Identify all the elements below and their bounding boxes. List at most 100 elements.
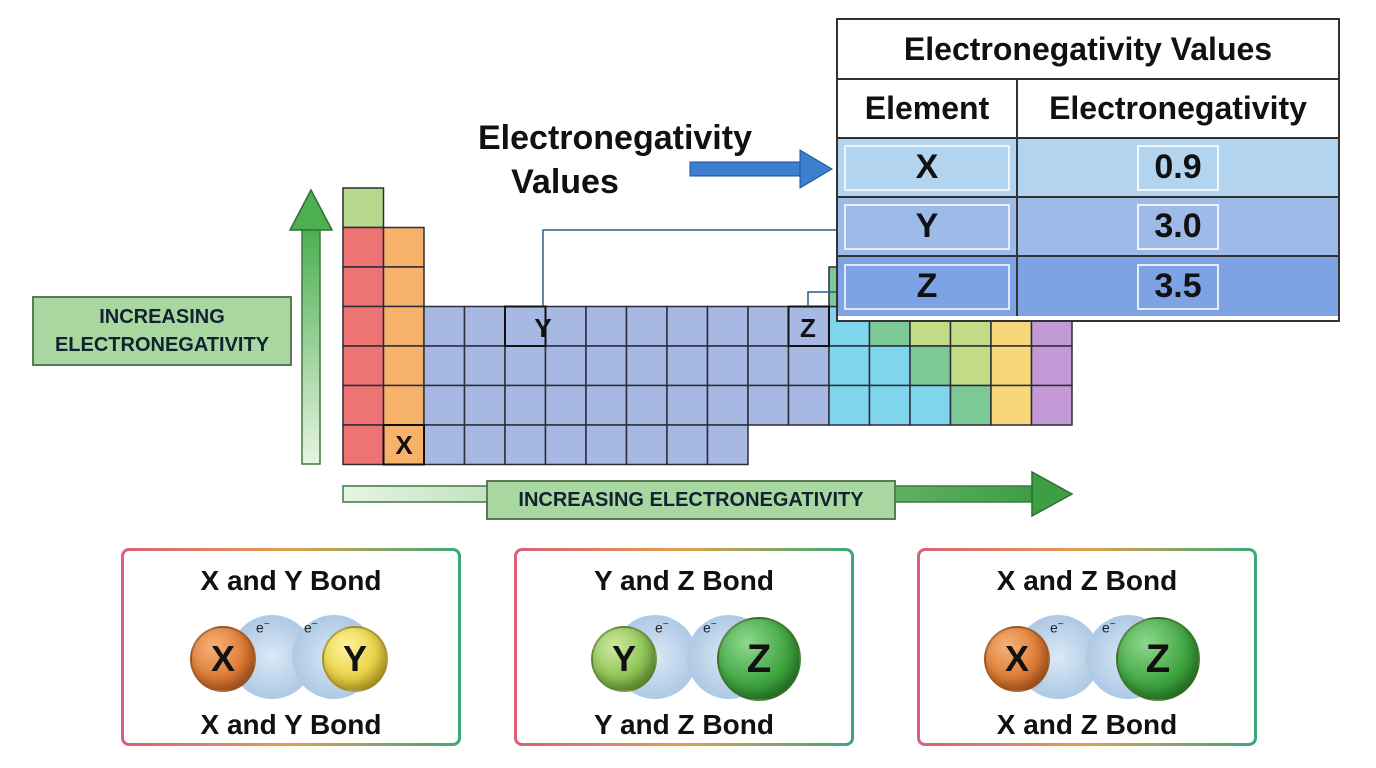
periodic-cell: [787, 345, 830, 387]
atom-y: Y: [322, 626, 388, 692]
table-row: X 0.9: [838, 139, 1338, 198]
periodic-cell: [666, 424, 709, 466]
table-cell-element: Z: [838, 257, 1018, 316]
bond-card-title: Y and Z Bond: [594, 565, 774, 596]
marker-box: [382, 424, 425, 466]
connector-lines: [542, 229, 836, 306]
table-header-row: Element Electronegativity: [838, 80, 1338, 139]
callout-line2: Values: [511, 163, 619, 201]
periodic-cell: [787, 384, 830, 426]
periodic-cell: [423, 305, 466, 347]
table-cell-element-text: Y: [844, 203, 1010, 250]
left-label-line1: INCREASING: [99, 306, 225, 328]
periodic-cell: [747, 305, 790, 347]
vertical-increase-arrow: [288, 188, 334, 465]
electron-label: e−: [1050, 619, 1064, 636]
table-cell-element-text: Z: [844, 263, 1010, 310]
table-cell-value: 3.0: [1018, 198, 1338, 255]
table-cell-value: 3.5: [1018, 257, 1338, 316]
table-cell-value: 0.9: [1018, 139, 1338, 196]
bond-atoms: X Y e− e−: [124, 615, 458, 699]
periodic-cell: [949, 384, 992, 426]
bond-card-caption: Y and Z Bond: [594, 709, 774, 740]
periodic-cell: [706, 345, 749, 387]
periodic-cell: [585, 345, 628, 387]
periodic-cell: [382, 226, 425, 268]
periodic-cell: [463, 424, 506, 466]
atom-y: Y: [591, 626, 657, 692]
periodic-cell: [1030, 384, 1073, 426]
periodic-cell: [625, 345, 668, 387]
periodic-cell: [990, 345, 1033, 387]
periodic-cell: [868, 345, 911, 387]
bond-card-title: X and Z Bond: [996, 565, 1178, 596]
marker-box: [787, 305, 830, 347]
periodic-cell: [423, 345, 466, 387]
periodic-cell: [463, 305, 506, 347]
periodic-table-grid: [342, 187, 1073, 466]
table-row: Z 3.5: [838, 257, 1338, 316]
bond-card-caption: X and Y Bond: [200, 709, 382, 740]
periodic-cell: [544, 345, 587, 387]
periodic-cell: [382, 305, 425, 347]
periodic-cell: [504, 424, 547, 466]
periodic-cell: [909, 384, 952, 426]
periodic-cell: [585, 305, 628, 347]
atom-x: X: [190, 626, 256, 692]
table-cell-value-text: 3.0: [1137, 203, 1219, 250]
element-marker-x: X: [395, 430, 413, 460]
periodic-cell: [463, 384, 506, 426]
callout-arrow: [689, 149, 833, 189]
periodic-cell: [544, 384, 587, 426]
bond-atoms: X Z e− e−: [920, 615, 1254, 701]
electron-label: e−: [304, 619, 318, 636]
periodic-cell: [342, 226, 385, 268]
periodic-cell: [949, 345, 992, 387]
electronegativity-values-callout: Electronegativity Values: [450, 116, 780, 204]
atom-x: X: [984, 626, 1050, 692]
electronegativity-table: Electronegativity Values Element Electro…: [836, 18, 1340, 322]
periodic-cell: [909, 345, 952, 387]
periodic-cell: [504, 384, 547, 426]
periodic-cell: [828, 345, 871, 387]
table-row: Y 3.0: [838, 198, 1338, 257]
periodic-cell: [625, 424, 668, 466]
periodic-cell: [706, 384, 749, 426]
table-cell-element: Y: [838, 198, 1018, 255]
periodic-cell: [382, 345, 425, 387]
electron-label: e−: [703, 619, 717, 636]
periodic-cell: [706, 424, 749, 466]
element-marker-z: Z: [800, 313, 816, 343]
periodic-cell: [868, 384, 911, 426]
periodic-cell: [463, 345, 506, 387]
table-title: Electronegativity Values: [838, 20, 1338, 80]
electron-label: e−: [1102, 619, 1116, 636]
bond-card-title: X and Y Bond: [200, 565, 382, 596]
periodic-cell: [504, 345, 547, 387]
periodic-cell: [342, 384, 385, 426]
table-cell-value-text: 3.5: [1137, 263, 1219, 310]
periodic-cell: [747, 384, 790, 426]
periodic-cell: [342, 266, 385, 308]
periodic-cell: [423, 424, 466, 466]
bond-card-xz: X and Z Bond X Z e− e− X and Z Bond: [917, 548, 1257, 746]
header-element: Element: [838, 80, 1018, 137]
marker-box: [504, 305, 547, 347]
periodic-cell: [382, 384, 425, 426]
electron-label: e−: [655, 619, 669, 636]
atom-z: Z: [717, 617, 801, 701]
bond-card-xy: X and Y Bond X Y e− e− X and Y Bond: [121, 548, 461, 746]
periodic-cell: [625, 305, 668, 347]
increasing-electronegativity-horizontal-label: INCREASING ELECTRONEGATIVITY: [486, 480, 896, 520]
periodic-cell: [625, 384, 668, 426]
periodic-cell: [585, 384, 628, 426]
bond-card-yz: Y and Z Bond Y Z e− e− Y and Z Bond: [514, 548, 854, 746]
atom-z: Z: [1116, 617, 1200, 701]
periodic-cell: [666, 305, 709, 347]
element-marker-y: Y: [534, 313, 551, 343]
periodic-cell: [544, 424, 587, 466]
periodic-cell: [990, 384, 1033, 426]
bond-atoms: Y Z e− e−: [517, 615, 851, 701]
periodic-cell: [1030, 345, 1073, 387]
